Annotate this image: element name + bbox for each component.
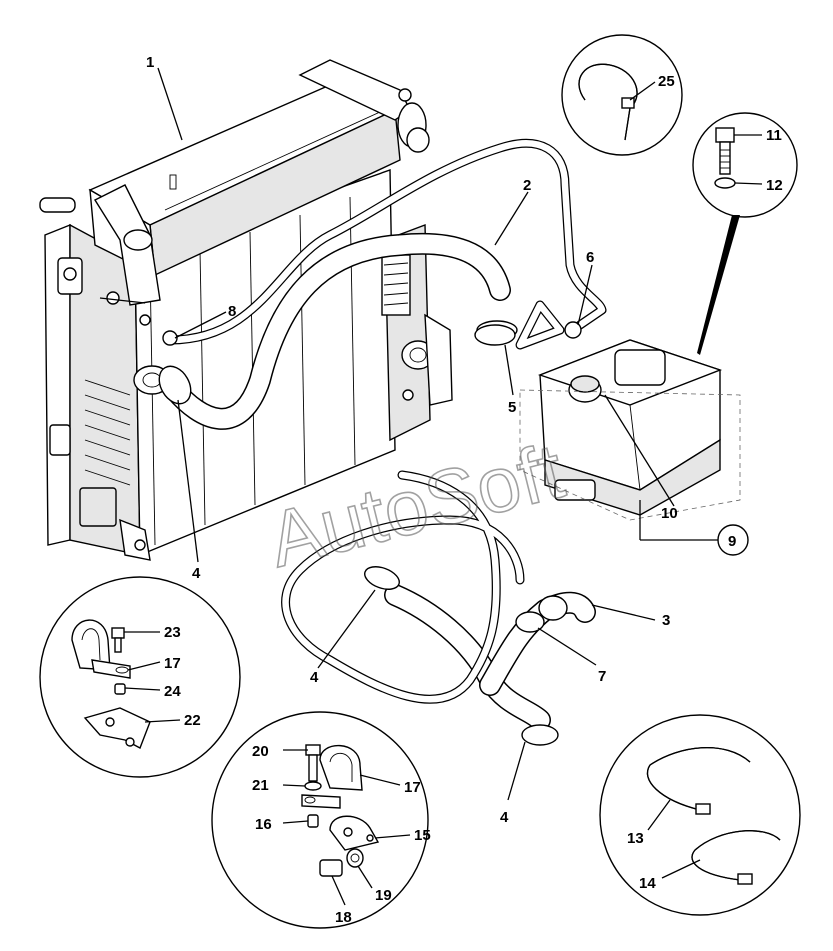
detail-cable-tie-25	[561, 34, 683, 156]
callout-25: 25	[658, 73, 675, 90]
callout-9: 9	[728, 533, 736, 550]
callout-17a: 17	[164, 655, 181, 672]
callout-24: 24	[164, 683, 181, 700]
callout-labels: 1 2 3 4 4 4 5 6 7 8 9 10 11 12 13 14 15 …	[146, 54, 783, 926]
callout-7: 7	[598, 668, 606, 685]
callout-23: 23	[164, 624, 181, 641]
callout-13: 13	[627, 830, 644, 847]
hose-clamps	[158, 321, 582, 633]
callout-10: 10	[661, 505, 678, 522]
detail-bracket-bottom	[211, 711, 429, 929]
callout-19: 19	[375, 887, 392, 904]
callout-17b: 17	[404, 779, 421, 796]
callout-8: 8	[228, 303, 236, 320]
bypass-tube	[165, 138, 607, 350]
callout-6: 6	[586, 249, 594, 266]
callout-14: 14	[639, 875, 656, 892]
callout-15: 15	[414, 827, 431, 844]
lower-hose	[384, 584, 596, 746]
callout-4c: 4	[500, 809, 509, 826]
detail-straps-13-14	[599, 714, 801, 916]
callout-3: 3	[662, 612, 670, 629]
detail-bolt-11-12	[692, 112, 798, 355]
callout-12: 12	[766, 177, 783, 194]
callout-2: 2	[523, 177, 531, 194]
callout-11: 11	[766, 127, 782, 144]
callout-16: 16	[255, 816, 272, 833]
callout-21: 21	[252, 777, 269, 794]
intercooler	[39, 59, 430, 326]
detail-bracket-left	[39, 576, 241, 778]
callout-1: 1	[146, 54, 154, 71]
loop-tube	[281, 470, 525, 704]
callout-5: 5	[508, 399, 516, 416]
expansion-tank	[519, 339, 741, 521]
callout-4b: 4	[310, 669, 319, 686]
leader-lines	[157, 67, 749, 801]
callout-4a: 4	[192, 565, 201, 582]
callout-22: 22	[184, 712, 201, 729]
callout-20: 20	[252, 743, 269, 760]
callout-18: 18	[335, 909, 352, 926]
